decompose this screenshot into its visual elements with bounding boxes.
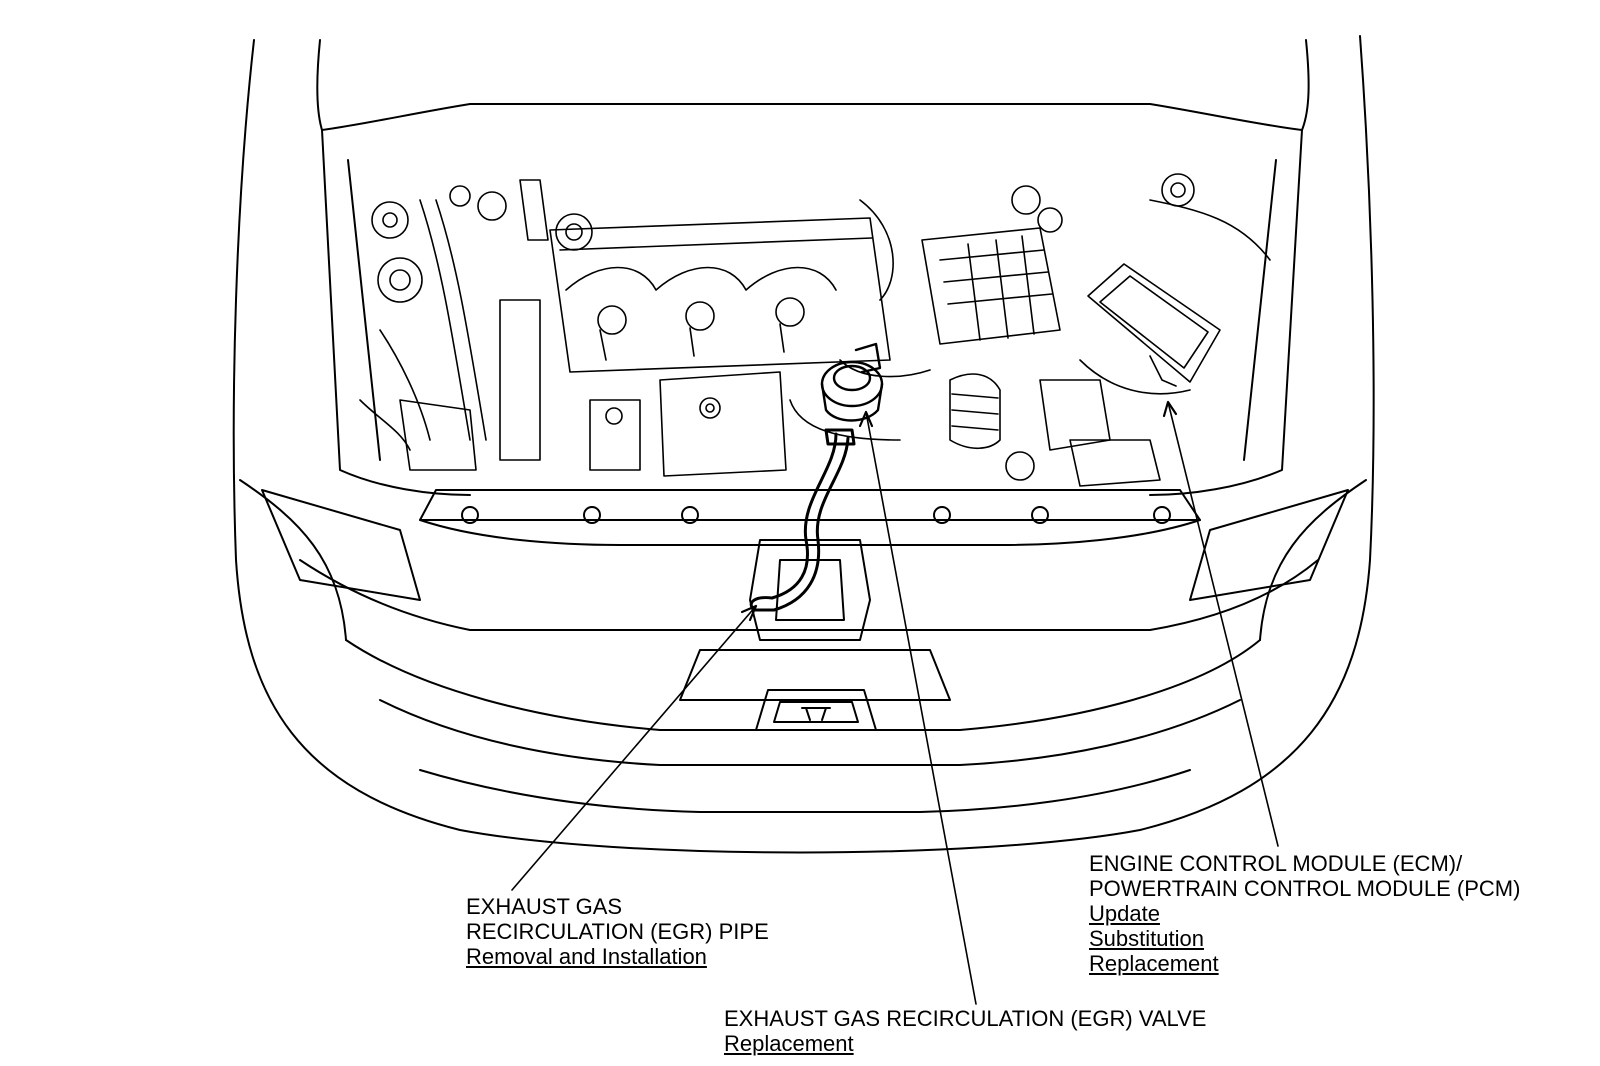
egr-valve-callout: EXHAUST GAS RECIRCULATION (EGR) VALVE Re…: [724, 1006, 1206, 1056]
car-body-outline: [232, 35, 1375, 854]
ecm-title-line1: ENGINE CONTROL MODULE (ECM)/: [1089, 851, 1463, 876]
egr-valve-replacement-link[interactable]: Replacement: [724, 1031, 854, 1056]
egr-pipe-title-line1: EXHAUST GAS: [466, 894, 623, 919]
radiator-support: [419, 489, 1201, 641]
egr-valve-title-line1: EXHAUST GAS RECIRCULATION (EGR) VALVE: [724, 1006, 1207, 1031]
leader-lines: [511, 400, 1279, 1005]
ecm-leader: [1167, 401, 1279, 847]
egr-valve-leader: [865, 411, 977, 1005]
engine-compartment: [359, 173, 1271, 487]
egr-pipe-callout: EXHAUST GAS RECIRCULATION (EGR) PIPE Rem…: [466, 894, 769, 969]
ecm-replacement-link[interactable]: Replacement: [1089, 951, 1219, 976]
egr-pipe-removal-installation-link[interactable]: Removal and Installation: [466, 944, 707, 969]
egr-pipe-leader: [511, 605, 757, 891]
ecm-substitution-link[interactable]: Substitution: [1089, 926, 1204, 951]
ecm-title-line2: POWERTRAIN CONTROL MODULE (PCM): [1089, 876, 1521, 901]
egr-valve: [820, 342, 884, 422]
ecm-callout: ENGINE CONTROL MODULE (ECM)/ POWERTRAIN …: [1089, 851, 1520, 976]
egr-pipe-title-line2: RECIRCULATION (EGR) PIPE: [466, 919, 769, 944]
ecm-update-link[interactable]: Update: [1089, 901, 1160, 926]
